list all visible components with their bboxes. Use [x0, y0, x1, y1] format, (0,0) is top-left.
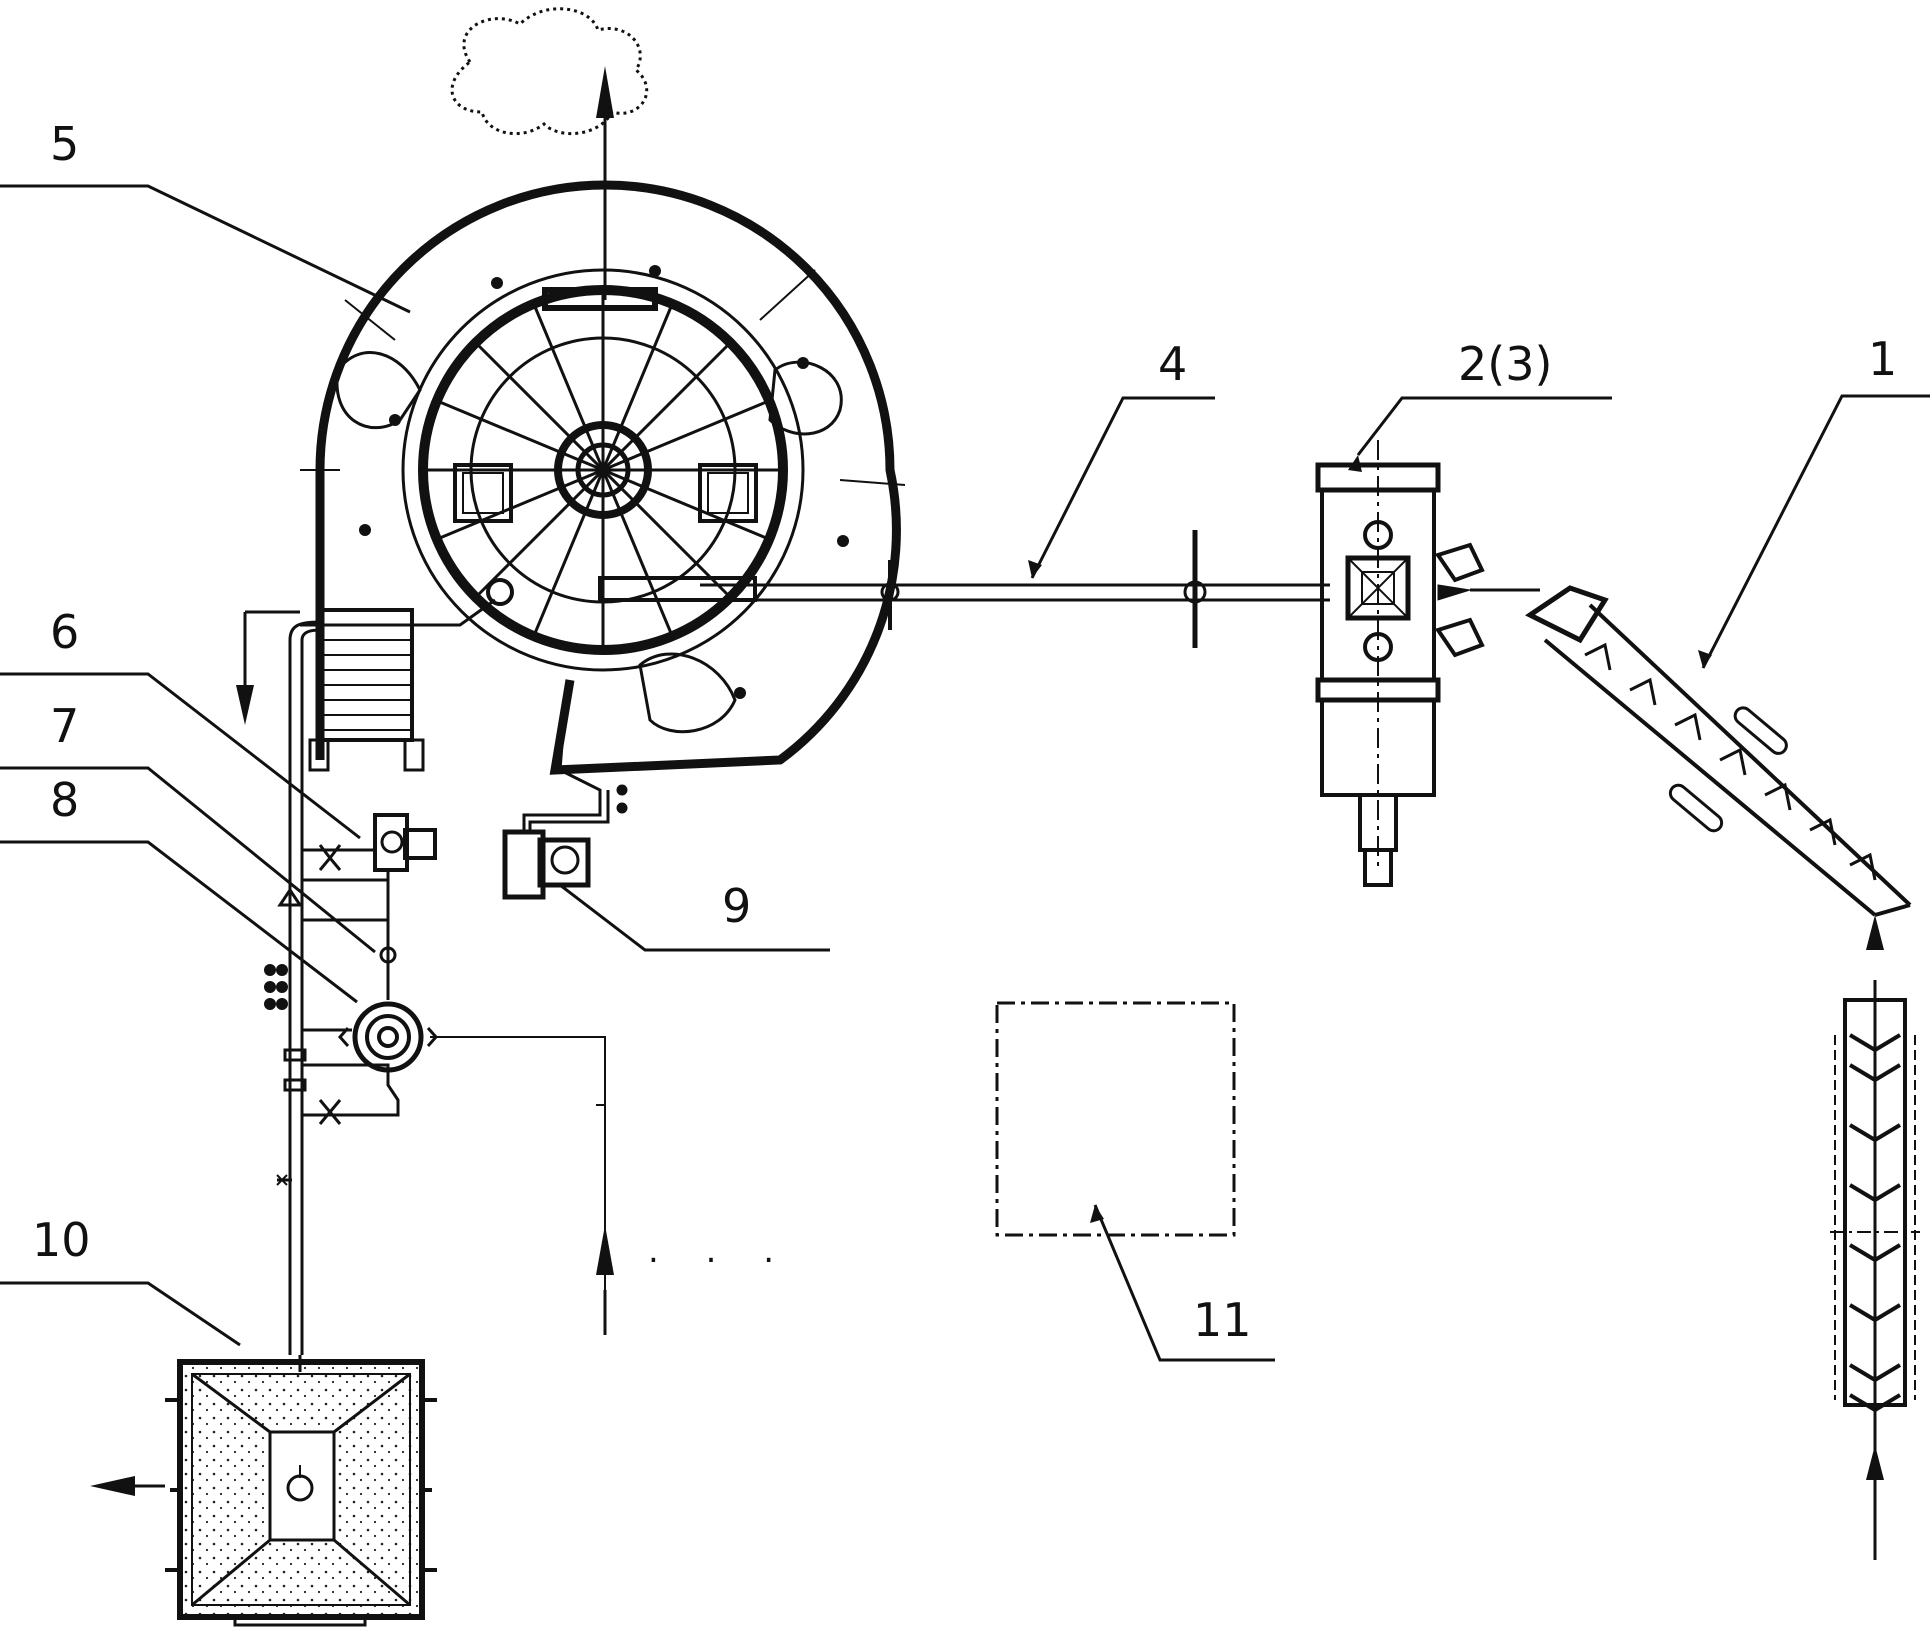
label-2-3: 2(3): [1458, 337, 1552, 391]
settling-tank: [165, 1355, 437, 1627]
label-9: 9: [722, 879, 751, 933]
label-8: 8: [50, 773, 79, 827]
label-11: 11: [1193, 1293, 1252, 1347]
inclined-screw-conveyor: [1470, 585, 1912, 917]
exhaust-cloud: [450, 7, 649, 136]
bottom-inlet-arrow: [1866, 1445, 1884, 1480]
leader-arrowheads: [1028, 455, 1712, 1223]
left-pipeline: [243, 610, 606, 1355]
label-7: 7: [50, 699, 79, 753]
label-10: 10: [32, 1213, 91, 1267]
auxiliary-box: [995, 1001, 1236, 1237]
feed-inlet-arrow: [1866, 915, 1884, 950]
drain-arrow: [90, 1476, 165, 1496]
feeder-equipment: [1315, 440, 1485, 887]
continuation-dots: . . .: [648, 1231, 792, 1271]
rotary-drum-equipment: [300, 180, 906, 800]
label-1: 1: [1868, 332, 1897, 386]
conveyor-pipe: [700, 530, 1330, 648]
return-up-arrow: [596, 1225, 614, 1335]
blower-motor: [502, 784, 628, 900]
leader-lines: [0, 184, 1930, 1362]
label-5: 5: [50, 117, 79, 171]
label-4: 4: [1158, 337, 1187, 391]
down-flow-arrow: [236, 685, 254, 725]
exhaust-arrow: [596, 66, 614, 300]
label-6: 6: [50, 605, 79, 659]
